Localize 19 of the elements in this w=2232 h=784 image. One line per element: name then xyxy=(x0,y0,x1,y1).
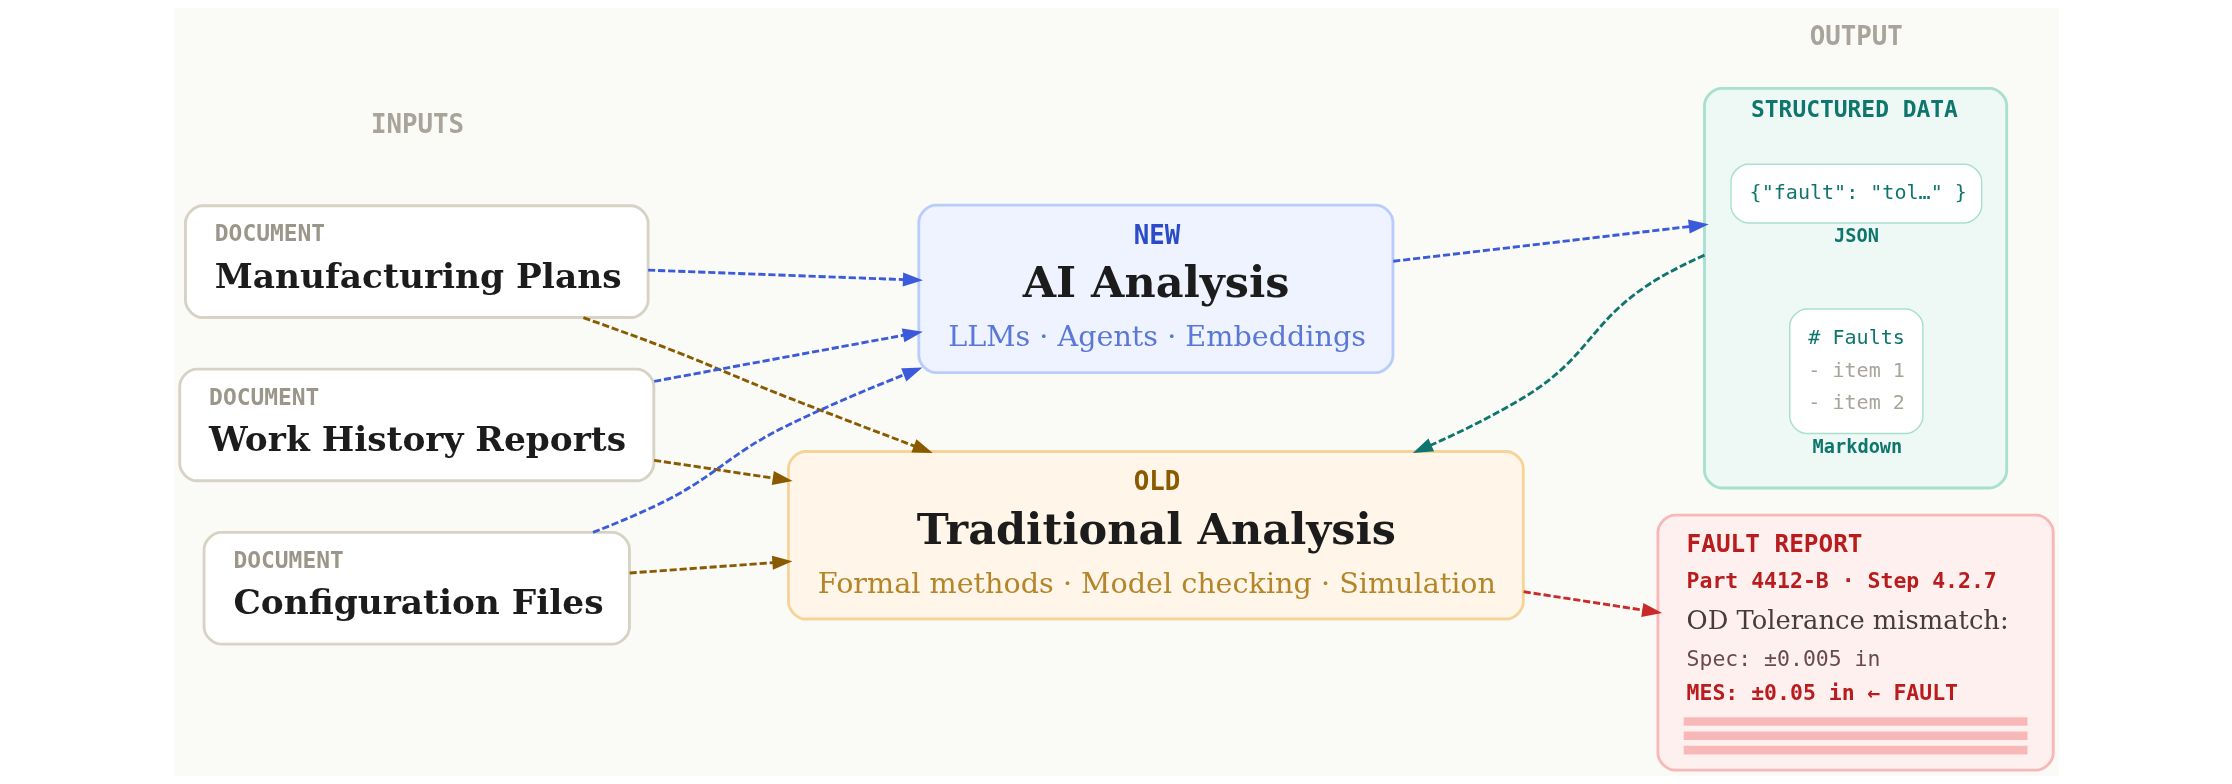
arrow xyxy=(591,367,922,534)
arrow xyxy=(582,316,933,453)
node-box: FAULT REPORT Part 4412-B · Step 4.2.7 OD Tolerance mismatch: Spec: ±0.005 in MES: ±0.05 in ← FAULT xyxy=(1656,513,2055,772)
arrow xyxy=(1412,253,1705,454)
arrow xyxy=(1392,219,1709,263)
node-box: DOCUMENT Work History Reports xyxy=(177,367,655,483)
node-label: JSON xyxy=(1833,225,1879,247)
arrow xyxy=(647,268,923,287)
node-box: DOCUMENT Manufacturing Plans xyxy=(183,204,650,319)
label: OUTPUT xyxy=(1809,20,1903,51)
node-label: Markdown xyxy=(1812,435,1902,457)
node-box: NEW AI Analysis LLMs · Agents · Embeddings xyxy=(916,203,1394,375)
arrow xyxy=(1522,590,1662,617)
arrow xyxy=(629,555,792,575)
arrow xyxy=(653,458,793,485)
node-box: OLD Traditional Analysis Formal methods · Model checking · Simulation xyxy=(786,450,1525,621)
node-box: DOCUMENT Configuration Files xyxy=(202,530,631,646)
label: INPUTS xyxy=(370,109,464,140)
arrow xyxy=(653,328,923,383)
